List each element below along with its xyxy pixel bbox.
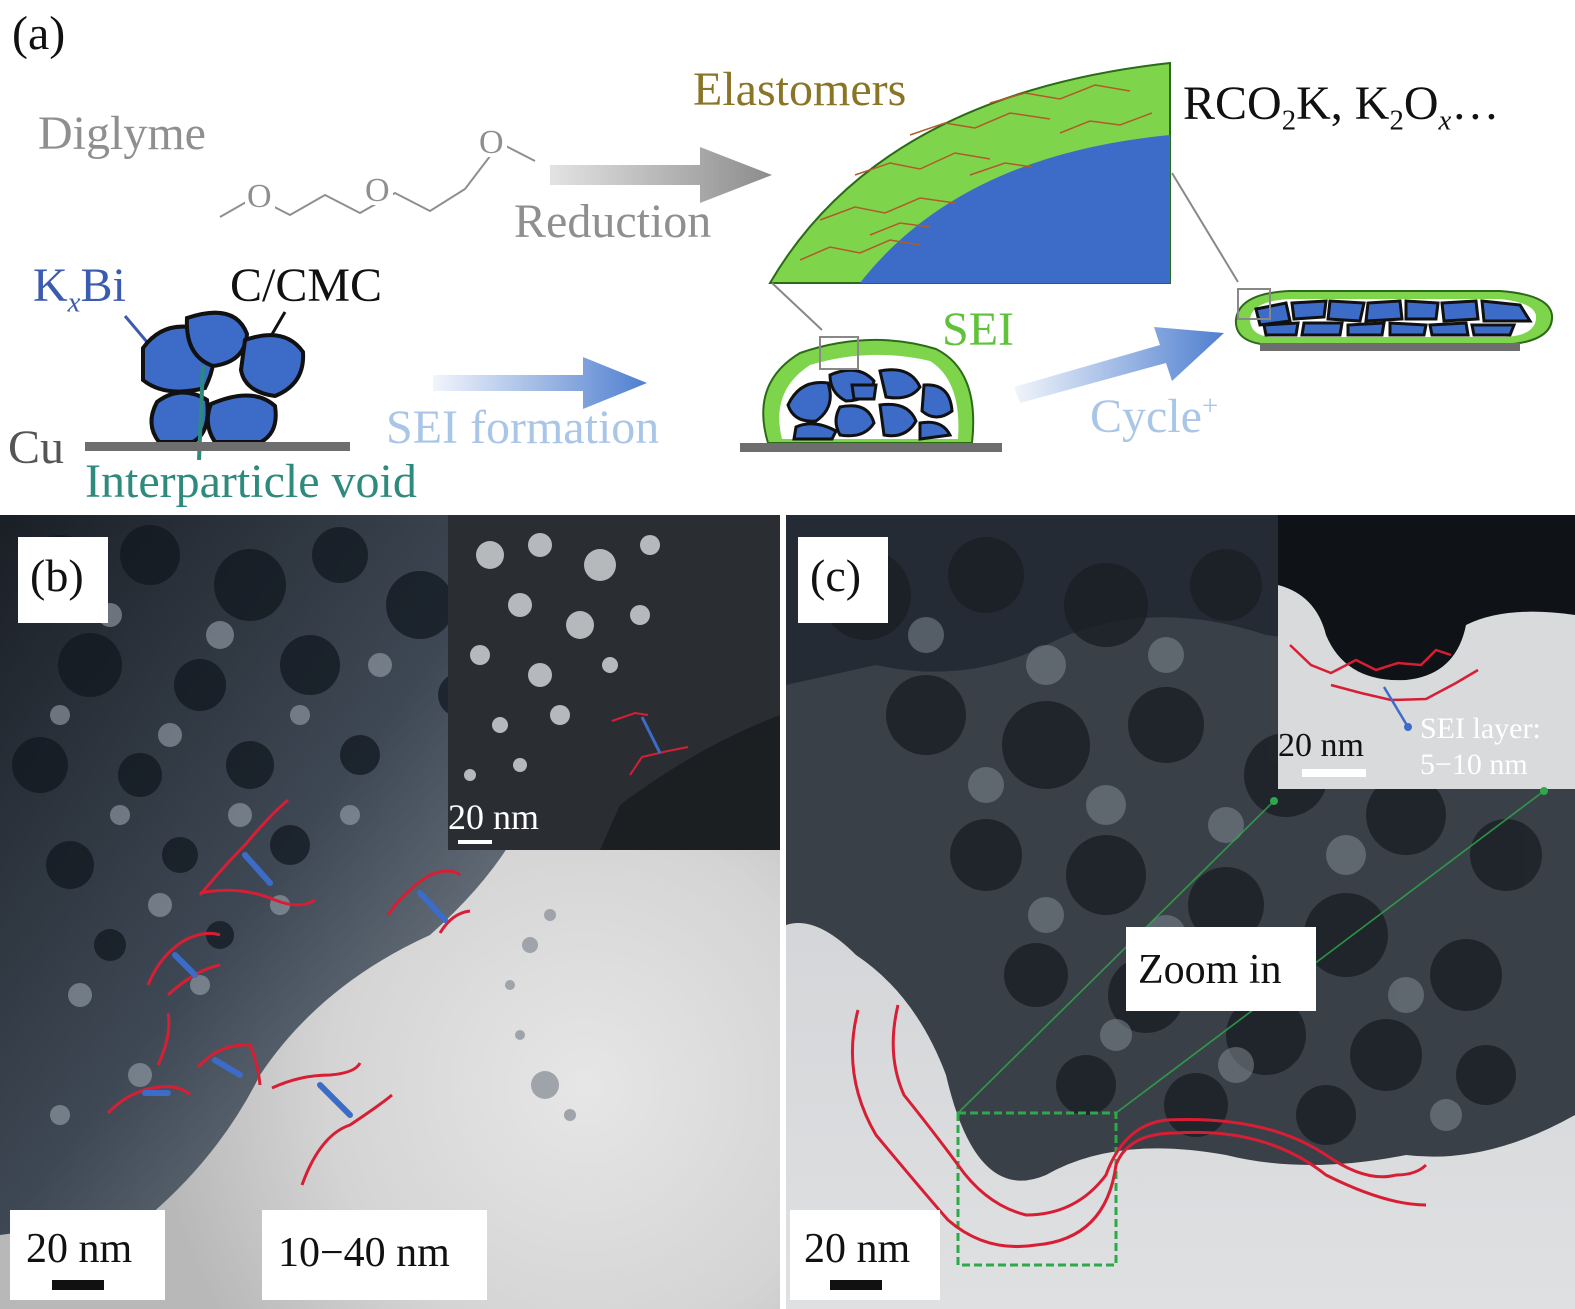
inset-b xyxy=(448,515,780,850)
diglyme-molecule: O O O xyxy=(219,123,536,218)
sei-components-label: RCO2K, K2Ox… xyxy=(1183,77,1500,137)
thickness-box: 10−40 nm xyxy=(262,1210,487,1300)
interparticle-void-label: Interparticle void xyxy=(85,455,417,508)
panel-c: (c) 20 nm SEI layer: 5−10 nm Zoom in 20 … xyxy=(786,515,1575,1309)
sei-layer-annotation: SEI layer: 5−10 nm xyxy=(1420,711,1541,783)
zoom-in-box: Zoom in xyxy=(1126,927,1316,1011)
panel-b-scale-bar xyxy=(52,1280,104,1290)
cycle-label: Cycle+ xyxy=(1090,390,1219,443)
cu-label: Cu xyxy=(8,421,65,474)
kxbi-label: KxBi xyxy=(33,259,126,319)
molecule-o-2: O xyxy=(365,172,390,209)
pristine-electrode xyxy=(85,310,350,460)
sei-layer-line-1: SEI layer: xyxy=(1420,712,1541,745)
panel-b: (b) 20 nm 20 nm 10−40 nm xyxy=(0,515,780,1309)
sei-formation-arrow xyxy=(433,357,647,409)
tem-image-b xyxy=(0,515,780,1309)
tem-image-c xyxy=(786,515,1575,1309)
sei-zoom-section xyxy=(768,61,1171,284)
molecule-o-3: O xyxy=(479,124,504,161)
panel-b-label: (b) xyxy=(18,537,108,623)
panel-c-scale-bar xyxy=(830,1280,882,1290)
zoom-lines xyxy=(771,172,1239,331)
reduction-arrow xyxy=(550,147,772,203)
elastomers-label: Elastomers xyxy=(693,63,907,116)
sei-formation-label: SEI formation xyxy=(386,401,660,454)
sei-layer-line-2: 5−10 nm xyxy=(1420,748,1528,781)
thickness-label: 10−40 nm xyxy=(278,1230,450,1276)
zoom-in-label: Zoom in xyxy=(1138,947,1282,993)
panel-b-scale-label: 20 nm xyxy=(26,1226,133,1272)
diglyme-label: Diglyme xyxy=(38,107,206,160)
panel-a-label: (a) xyxy=(12,7,66,60)
panel-c-scale-label: 20 nm xyxy=(804,1226,911,1272)
inset-c-scale-label: 20 nm xyxy=(1278,727,1364,764)
sei-label: SEI xyxy=(942,303,1014,356)
panel-c-label: (c) xyxy=(798,537,888,623)
panel-b-scale: 20 nm xyxy=(10,1210,165,1300)
molecule-o-1: O xyxy=(247,178,272,215)
sei-coated-electrode xyxy=(740,336,1002,452)
cycle-arrow xyxy=(1014,327,1224,403)
reduction-label: Reduction xyxy=(514,195,712,248)
panel-c-scale: 20 nm xyxy=(790,1210,940,1300)
c-cmc-label: C/CMC xyxy=(230,259,383,312)
inset-b-scale-label: 20 nm xyxy=(448,797,540,837)
inset-c xyxy=(1278,515,1575,789)
cycled-electrode xyxy=(1234,288,1554,351)
